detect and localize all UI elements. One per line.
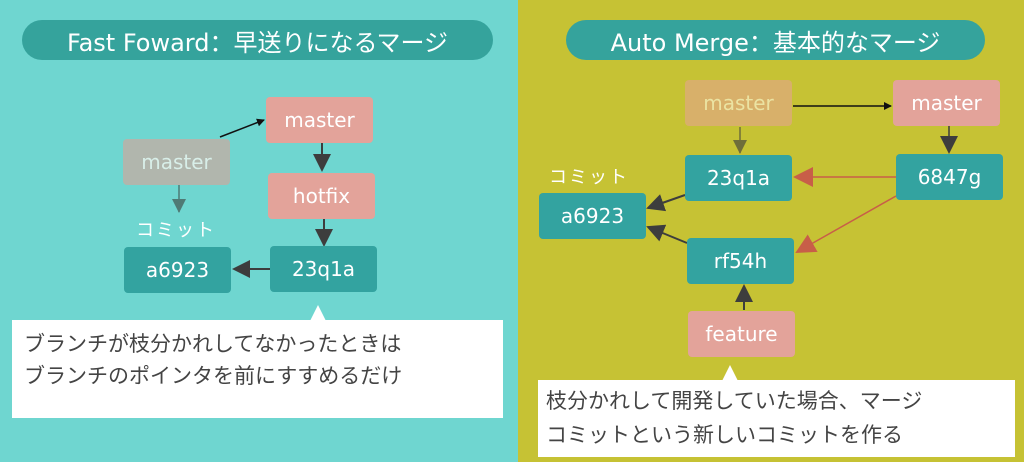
arrow-rf54h-parent: [646, 224, 688, 244]
auto-merge-callout: 枝分かれして開発していた場合、マージ コミットという新しいコミットを作る: [538, 365, 1015, 457]
old-master-branch: master: [123, 139, 230, 185]
callout-line: コミットという新しいコミットを作る: [546, 423, 903, 447]
commit-23q1a: 23q1a: [270, 246, 377, 292]
master-branch: master: [893, 80, 1000, 126]
commit-label: コミット: [136, 220, 216, 241]
commit-rf54h: rf54h: [687, 238, 794, 284]
arrow-merge-to-rf54h: [795, 195, 897, 253]
hotfix-branch: hotfix: [268, 173, 375, 219]
fast-forward-callout: ブランチが枝分かれしてなかったときは ブランチのポインタを前にすすめるだけ: [12, 305, 503, 418]
commit-a6923: a6923: [124, 247, 231, 293]
merge-commit-6847g: 6847g: [896, 154, 1003, 200]
commit-a6923: a6923: [539, 193, 646, 239]
master-branch: master: [266, 97, 373, 143]
feature-branch: feature: [688, 311, 795, 357]
auto-merge-title: Auto Merge：基本的なマージ: [566, 20, 985, 60]
callout-line: ブランチが枝分かれしてなかったときは: [24, 332, 402, 356]
commit-23q1a: 23q1a: [685, 155, 792, 201]
arrow-master-move: [219, 118, 265, 138]
fast-forward-title: Fast Foward：早送りになるマージ: [22, 20, 493, 60]
callout-line: ブランチのポインタを前にすすめるだけ: [24, 364, 403, 388]
commit-label: コミット: [549, 167, 629, 188]
old-master-branch: master: [685, 80, 792, 126]
callout-line: 枝分かれして開発していた場合、マージ: [546, 389, 923, 413]
arrow-23q1a-parent: [646, 194, 686, 212]
